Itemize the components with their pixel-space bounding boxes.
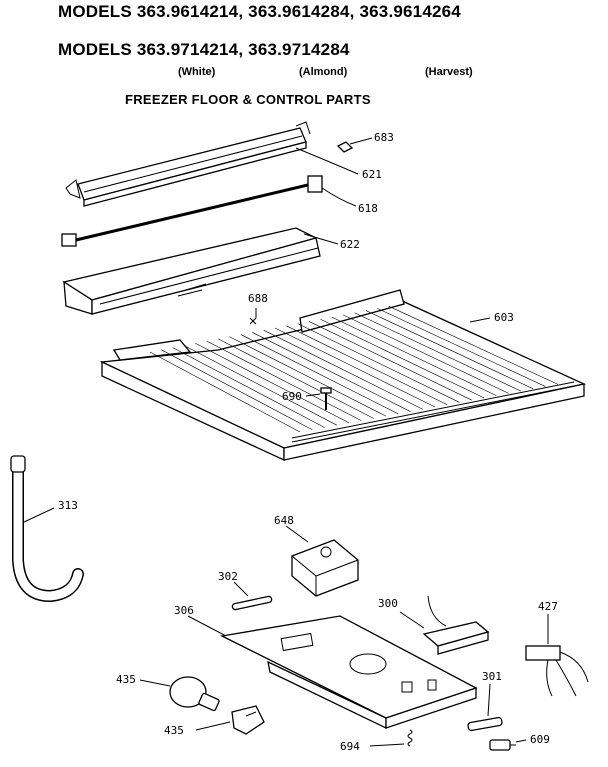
floor-rib (263, 329, 423, 410)
floor-rib (308, 321, 472, 401)
part-label: 306 (174, 604, 194, 617)
part-label: 648 (274, 514, 294, 527)
floor-rib (274, 327, 436, 408)
floor-rib (377, 308, 546, 387)
light-shield-icon (65, 121, 311, 207)
part-label: 690 (282, 390, 302, 403)
part-label: 609 (530, 733, 550, 746)
part-label: 435 (116, 673, 136, 686)
timer-icon (291, 539, 359, 597)
part-label: 435 (164, 724, 184, 737)
color-white: (White) (178, 66, 216, 78)
models-line-1: MODELS 363.9614214, 363.9614284, 363.961… (58, 2, 461, 21)
harness-icon (525, 645, 589, 697)
part-label: 313 (58, 499, 78, 512)
floor-rib (218, 338, 374, 419)
floor-rib (388, 305, 558, 385)
freezer-floor-icon (99, 289, 587, 462)
part-label: 603 (494, 311, 514, 324)
clip-icon (336, 141, 354, 153)
models-line-2: MODELS 363.9714214, 363.9714284 (58, 40, 350, 59)
pin-icon (231, 595, 273, 611)
floor-rib (297, 323, 460, 403)
floor-rib (240, 334, 399, 415)
part-label: 622 (340, 238, 360, 251)
floor-rib (149, 351, 301, 433)
floor-rib (172, 347, 325, 428)
heater-rod-icon (61, 175, 323, 247)
floor-rib (365, 310, 534, 390)
section-title: FREEZER FLOOR & CONTROL PARTS (125, 92, 371, 107)
floor-rib (343, 314, 509, 394)
spring-icon (407, 729, 413, 747)
color-almond: (Almond) (299, 66, 348, 78)
screw-icon (249, 317, 257, 325)
bulb-icon (169, 676, 220, 712)
floor-rib (331, 316, 497, 396)
floor-rib (252, 332, 411, 412)
part-label: 683 (374, 131, 394, 144)
floor-rib (229, 336, 387, 417)
part-label: 300 (378, 597, 398, 610)
part-label: 694 (340, 740, 360, 753)
color-harvest: (Harvest) (425, 66, 473, 78)
control-housing-icon (219, 615, 478, 730)
floor-rib (206, 340, 362, 421)
part-label: 688 (248, 292, 268, 305)
thermostat-icon (422, 595, 490, 655)
channel-icon (62, 227, 321, 315)
part-label: 301 (482, 670, 502, 683)
drain-tube-icon (10, 455, 84, 603)
floor-rib (161, 349, 313, 430)
part-label: 427 (538, 600, 558, 613)
part-label: 621 (362, 168, 382, 181)
part-label: 302 (218, 570, 238, 583)
floor-rib (183, 345, 337, 426)
socket-icon (231, 705, 265, 735)
floor-rib (354, 312, 522, 392)
floor-rib (286, 325, 448, 405)
switch-icon (489, 739, 516, 751)
knob-icon (467, 716, 503, 732)
floor-rib (320, 319, 485, 399)
screw-icon (320, 387, 332, 410)
floor-rib (195, 343, 350, 424)
part-label: 618 (358, 202, 378, 215)
